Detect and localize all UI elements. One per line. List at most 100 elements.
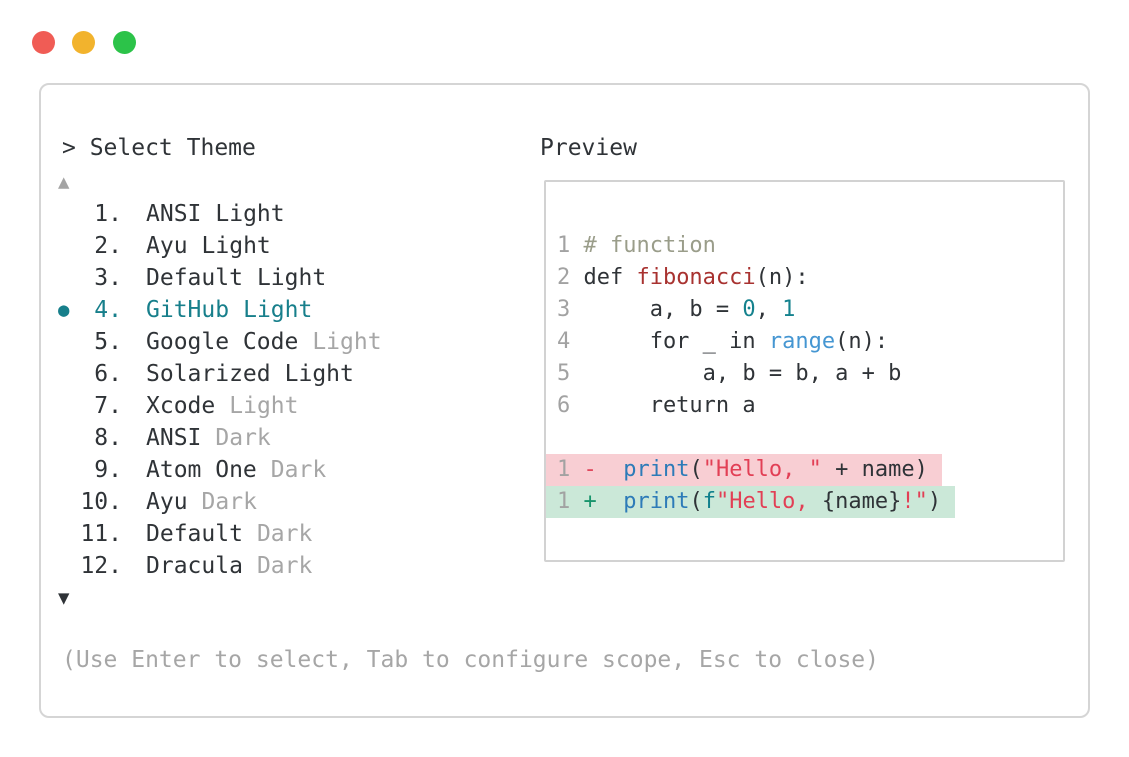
command-prompt: > Select Theme [62, 135, 256, 161]
theme-item-variant: Dark [215, 425, 271, 451]
theme-item-variant: Light [256, 265, 327, 291]
theme-item-number: 9. [94, 457, 122, 483]
code-segment-plain: {name} [821, 489, 902, 514]
theme-item-xcode-light[interactable]: 7. Xcode Light [58, 390, 382, 422]
theme-item-number: 12. [80, 553, 122, 579]
code-segment-fstring: f [702, 489, 716, 514]
code-segment-plain: ( [689, 457, 703, 482]
theme-item-number: 10. [80, 489, 122, 515]
theme-item-variant: Dark [256, 521, 313, 547]
theme-item-variant: Light [201, 233, 271, 259]
theme-item-name: Google Code [146, 329, 299, 355]
theme-item-variant: Light [284, 361, 354, 387]
code-segment-plain: ( [689, 489, 703, 514]
code-segment-minus: - [583, 457, 597, 482]
theme-item-atom-one-dark[interactable]: 9. Atom One Dark [58, 454, 382, 486]
theme-item-name: ANSI [146, 201, 202, 227]
code-segment-string: "Hello, [715, 489, 822, 514]
code-segment-plus: + [583, 489, 597, 514]
theme-item-name: Xcode [146, 393, 216, 419]
code-segment-plain: a, b = [583, 297, 743, 322]
theme-item-name: Atom One [146, 457, 257, 483]
theme-item-name: Solarized [146, 361, 271, 387]
code-segment-plain: (n): [755, 265, 809, 290]
theme-item-number: 4. [94, 297, 122, 323]
code-segment-plain: (n): [835, 329, 889, 354]
diff-line-added: 1+ print(f"Hello, {name}!") [546, 486, 956, 518]
line-number: 6 [557, 393, 571, 418]
code-segment-number: 0 [742, 297, 756, 322]
theme-item-github-light[interactable]: ● 4. GitHub Light [58, 294, 382, 326]
code-segment-plain: a, b = b, a + b [583, 361, 902, 386]
code-segment-comment: # function [583, 233, 716, 258]
line-number: 2 [557, 265, 571, 290]
code-segment-plain: for _ in [583, 329, 769, 354]
theme-item-variant: Dark [201, 489, 257, 515]
theme-item-number: 11. [80, 521, 122, 547]
scroll-down-icon[interactable]: ▼ [58, 587, 70, 609]
theme-item-number: 7. [94, 393, 122, 419]
theme-item-ansi-light[interactable]: 1. ANSI Light [58, 198, 382, 230]
theme-item-solarized-light[interactable]: 6. Solarized Light [58, 358, 382, 390]
theme-item-name: Ayu [146, 489, 188, 515]
code-segment-call: print [623, 489, 690, 514]
theme-item-dracula-dark[interactable]: 12. Dracula Dark [58, 550, 382, 582]
theme-item-variant: Light [243, 297, 313, 323]
theme-item-variant: Light [229, 393, 299, 419]
code-segment-plain: ) [927, 489, 942, 514]
selected-bullet-icon: ● [58, 299, 70, 321]
maximize-button[interactable] [113, 31, 136, 54]
close-button[interactable] [32, 31, 55, 54]
code-segment-string: "Hello, " [702, 457, 822, 482]
keyboard-hint: (Use Enter to select, Tab to configure s… [62, 647, 879, 673]
scroll-up-icon[interactable]: ▲ [58, 171, 70, 193]
code-segment-plain: , [755, 297, 783, 322]
code-segment-number: 1 [782, 297, 796, 322]
code-line: 1 # function [546, 230, 1063, 262]
theme-item-number: 5. [94, 329, 122, 355]
theme-item-variant: Light [312, 329, 382, 355]
theme-item-number: 2. [94, 233, 122, 259]
theme-item-name: ANSI [146, 425, 202, 451]
line-number: 4 [557, 329, 571, 354]
code-segment-plain: return a [583, 393, 756, 418]
code-line: 2 def fibonacci(n): [546, 262, 1063, 294]
code-segment-builtin: range [768, 329, 836, 354]
theme-item-name: Default [146, 521, 243, 547]
line-number: 1 [557, 233, 571, 258]
theme-item-number: 3. [94, 265, 122, 291]
theme-item-ayu-dark[interactable]: 10. Ayu Dark [58, 486, 382, 518]
code-segment-plain: def [583, 265, 637, 290]
code-segment-plain [597, 489, 624, 514]
theme-item-number: 1. [94, 201, 122, 227]
theme-item-ayu-light[interactable]: 2. Ayu Light [58, 230, 382, 262]
code-segment-string: !" [901, 489, 928, 514]
theme-item-variant: Dark [270, 457, 327, 483]
theme-item-name: Dracula [146, 553, 243, 579]
line-number: 1 [557, 457, 571, 482]
code-line: 6 return a [546, 390, 1063, 422]
minimize-button[interactable] [72, 31, 95, 54]
theme-item-name: GitHub [146, 297, 230, 323]
theme-item-number: 6. [94, 361, 122, 387]
code-line: 4 for _ in range(n): [546, 326, 1063, 358]
code-segment-plain: + name) [821, 457, 928, 482]
theme-item-variant: Dark [256, 553, 313, 579]
theme-item-google-code-light[interactable]: 5. Google Code Light [58, 326, 382, 358]
line-number: 3 [557, 297, 571, 322]
code-line: 3 a, b = 0, 1 [546, 294, 1063, 326]
theme-item-variant: Light [215, 201, 285, 227]
theme-item-name: Ayu [146, 233, 188, 259]
theme-item-default-dark[interactable]: 11. Default Dark [58, 518, 382, 550]
code-segment-call: print [623, 457, 690, 482]
line-number: 5 [557, 361, 571, 386]
diff-line-removed: 1- print("Hello, " + name) [546, 454, 942, 486]
code-segment-function: fibonacci [636, 265, 756, 290]
